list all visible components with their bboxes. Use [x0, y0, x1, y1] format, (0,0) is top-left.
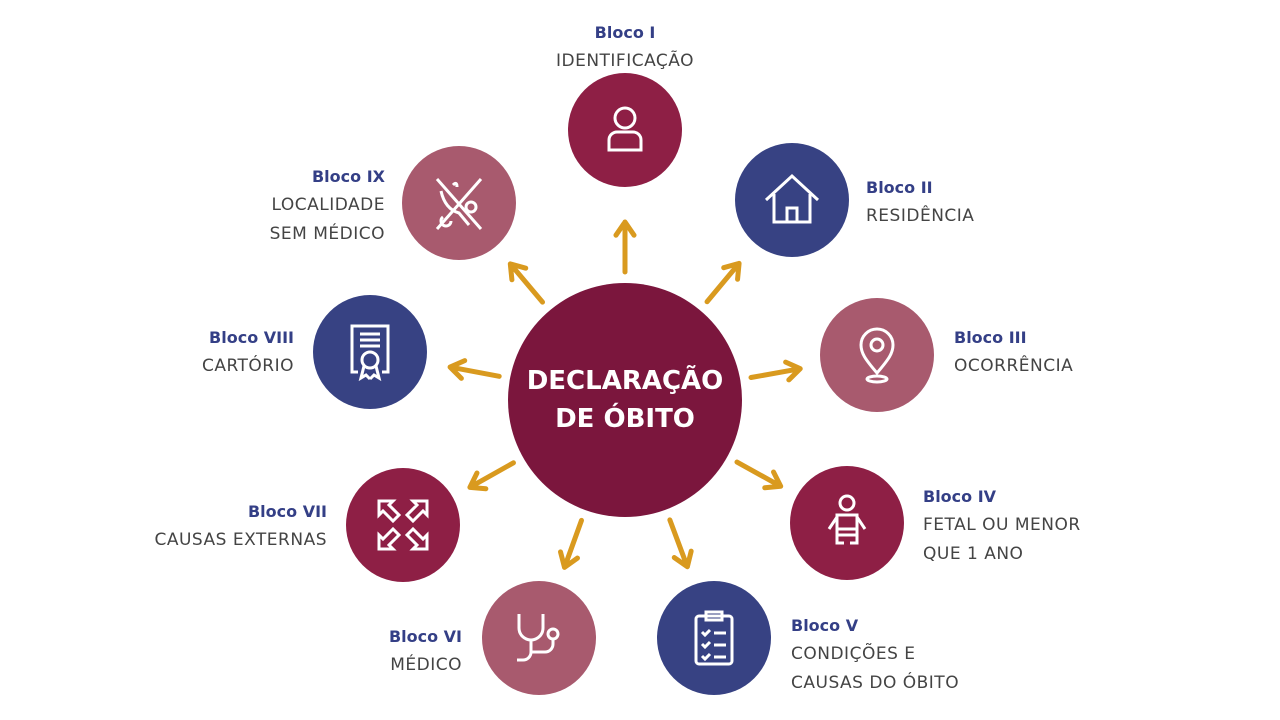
person-icon	[607, 106, 643, 152]
arrow-to-bloco-i	[613, 219, 637, 275]
block-text: QUE 1 ANO	[923, 544, 1024, 564]
expand-arrows-icon	[377, 499, 429, 551]
arrow-to-bloco-vii	[467, 460, 516, 492]
node-bloco-vii	[346, 468, 460, 582]
block-title: Bloco IX	[311, 167, 385, 186]
block-text: CAUSAS DO ÓBITO	[791, 673, 960, 693]
block-title: Bloco VI	[388, 627, 462, 646]
baby-icon	[827, 494, 867, 545]
no-stethoscope-icon	[435, 178, 483, 230]
node-bloco-ii	[735, 143, 849, 257]
node-bloco-iii	[820, 298, 934, 412]
arrow-to-bloco-iii	[748, 359, 803, 383]
arrow-to-bloco-ix	[507, 261, 546, 305]
block-text: CONDIÇÕES E	[791, 644, 916, 664]
node-bloco-iv	[790, 466, 904, 580]
block-title: Bloco III	[954, 328, 1027, 347]
label-bloco-i: Bloco I IDENTIFICAÇÃO	[525, 18, 725, 76]
house-icon	[764, 173, 820, 224]
arrow-to-bloco-vi	[558, 517, 585, 570]
block-text: MÉDICO	[390, 655, 462, 675]
arrow-to-bloco-v	[667, 517, 694, 570]
stethoscope-icon	[517, 614, 560, 662]
label-bloco-vi: Bloco VI MÉDICO	[389, 622, 462, 680]
block-text: OCORRÊNCIA	[954, 356, 1074, 376]
node-bloco-ix	[402, 146, 516, 260]
block-title: Bloco II	[866, 178, 933, 197]
block-text: LOCALIDADE	[271, 195, 385, 215]
arrow-to-bloco-viii	[447, 358, 502, 381]
center-circle: DECLARAÇÃO DE ÓBITO	[508, 283, 742, 517]
block-text: CAUSAS EXTERNAS	[154, 530, 327, 550]
center-title-line2: DE ÓBITO	[555, 404, 695, 434]
node-bloco-vi	[482, 581, 596, 695]
clipboard-icon	[694, 610, 734, 666]
label-bloco-v: Bloco V CONDIÇÕES E CAUSAS DO ÓBITO	[791, 611, 959, 698]
label-bloco-ii: Bloco II RESIDÊNCIA	[866, 173, 974, 231]
label-bloco-ix: Bloco IX LOCALIDADE SEM MÉDICO	[270, 162, 385, 249]
certificate-icon	[350, 324, 390, 382]
center-title-line1: DECLARAÇÃO	[526, 366, 724, 396]
block-title: Bloco I	[594, 23, 656, 42]
block-title: Bloco V	[791, 616, 859, 635]
node-bloco-v	[657, 581, 771, 695]
block-title: Bloco VIII	[209, 328, 294, 347]
block-text: FETAL OU MENOR	[923, 515, 1081, 535]
arrow-to-bloco-iv	[734, 459, 784, 491]
block-text: RESIDÊNCIA	[866, 206, 975, 226]
label-bloco-viii: Bloco VIII CARTÓRIO	[202, 323, 294, 381]
label-bloco-vii: Bloco VII CAUSAS EXTERNAS	[154, 497, 327, 555]
block-text: CARTÓRIO	[201, 356, 294, 376]
node-bloco-i	[568, 73, 682, 187]
block-title: Bloco VII	[247, 502, 327, 521]
map-pin-icon	[859, 327, 895, 384]
arrow-to-bloco-ii	[704, 260, 742, 305]
label-bloco-iv: Bloco IV FETAL OU MENOR QUE 1 ANO	[923, 482, 1081, 569]
block-text: SEM MÉDICO	[269, 224, 385, 244]
block-text: IDENTIFICAÇÃO	[555, 51, 695, 71]
node-bloco-viii	[313, 295, 427, 409]
block-title: Bloco IV	[923, 487, 997, 506]
label-bloco-iii: Bloco III OCORRÊNCIA	[954, 323, 1073, 381]
